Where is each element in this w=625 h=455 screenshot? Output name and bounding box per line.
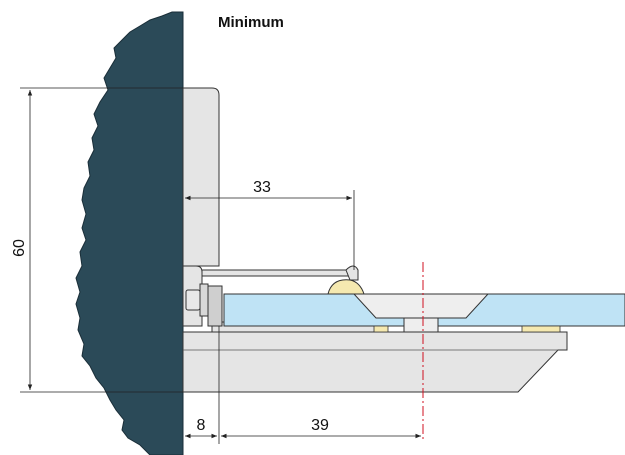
countersunk-fitting xyxy=(352,293,490,319)
dim-8-label: 8 xyxy=(197,417,206,434)
base-profile xyxy=(182,331,568,393)
dim-33-label: 33 xyxy=(253,179,271,196)
bolt-washer xyxy=(199,283,209,317)
bolt-head xyxy=(185,289,201,311)
clamp-arm xyxy=(201,269,353,277)
gasket-right xyxy=(521,325,561,333)
dim-60-label: 60 xyxy=(11,239,28,257)
clamp-hook xyxy=(345,265,359,281)
fitting-stem xyxy=(403,317,439,333)
drawing-title: Minimum xyxy=(218,14,284,31)
wall-section xyxy=(75,11,184,455)
dim-39-label: 39 xyxy=(311,417,329,434)
gasket-left xyxy=(373,325,389,333)
wall-plate xyxy=(182,87,220,267)
bolt-nut xyxy=(207,285,223,327)
top-gasket xyxy=(327,279,365,295)
